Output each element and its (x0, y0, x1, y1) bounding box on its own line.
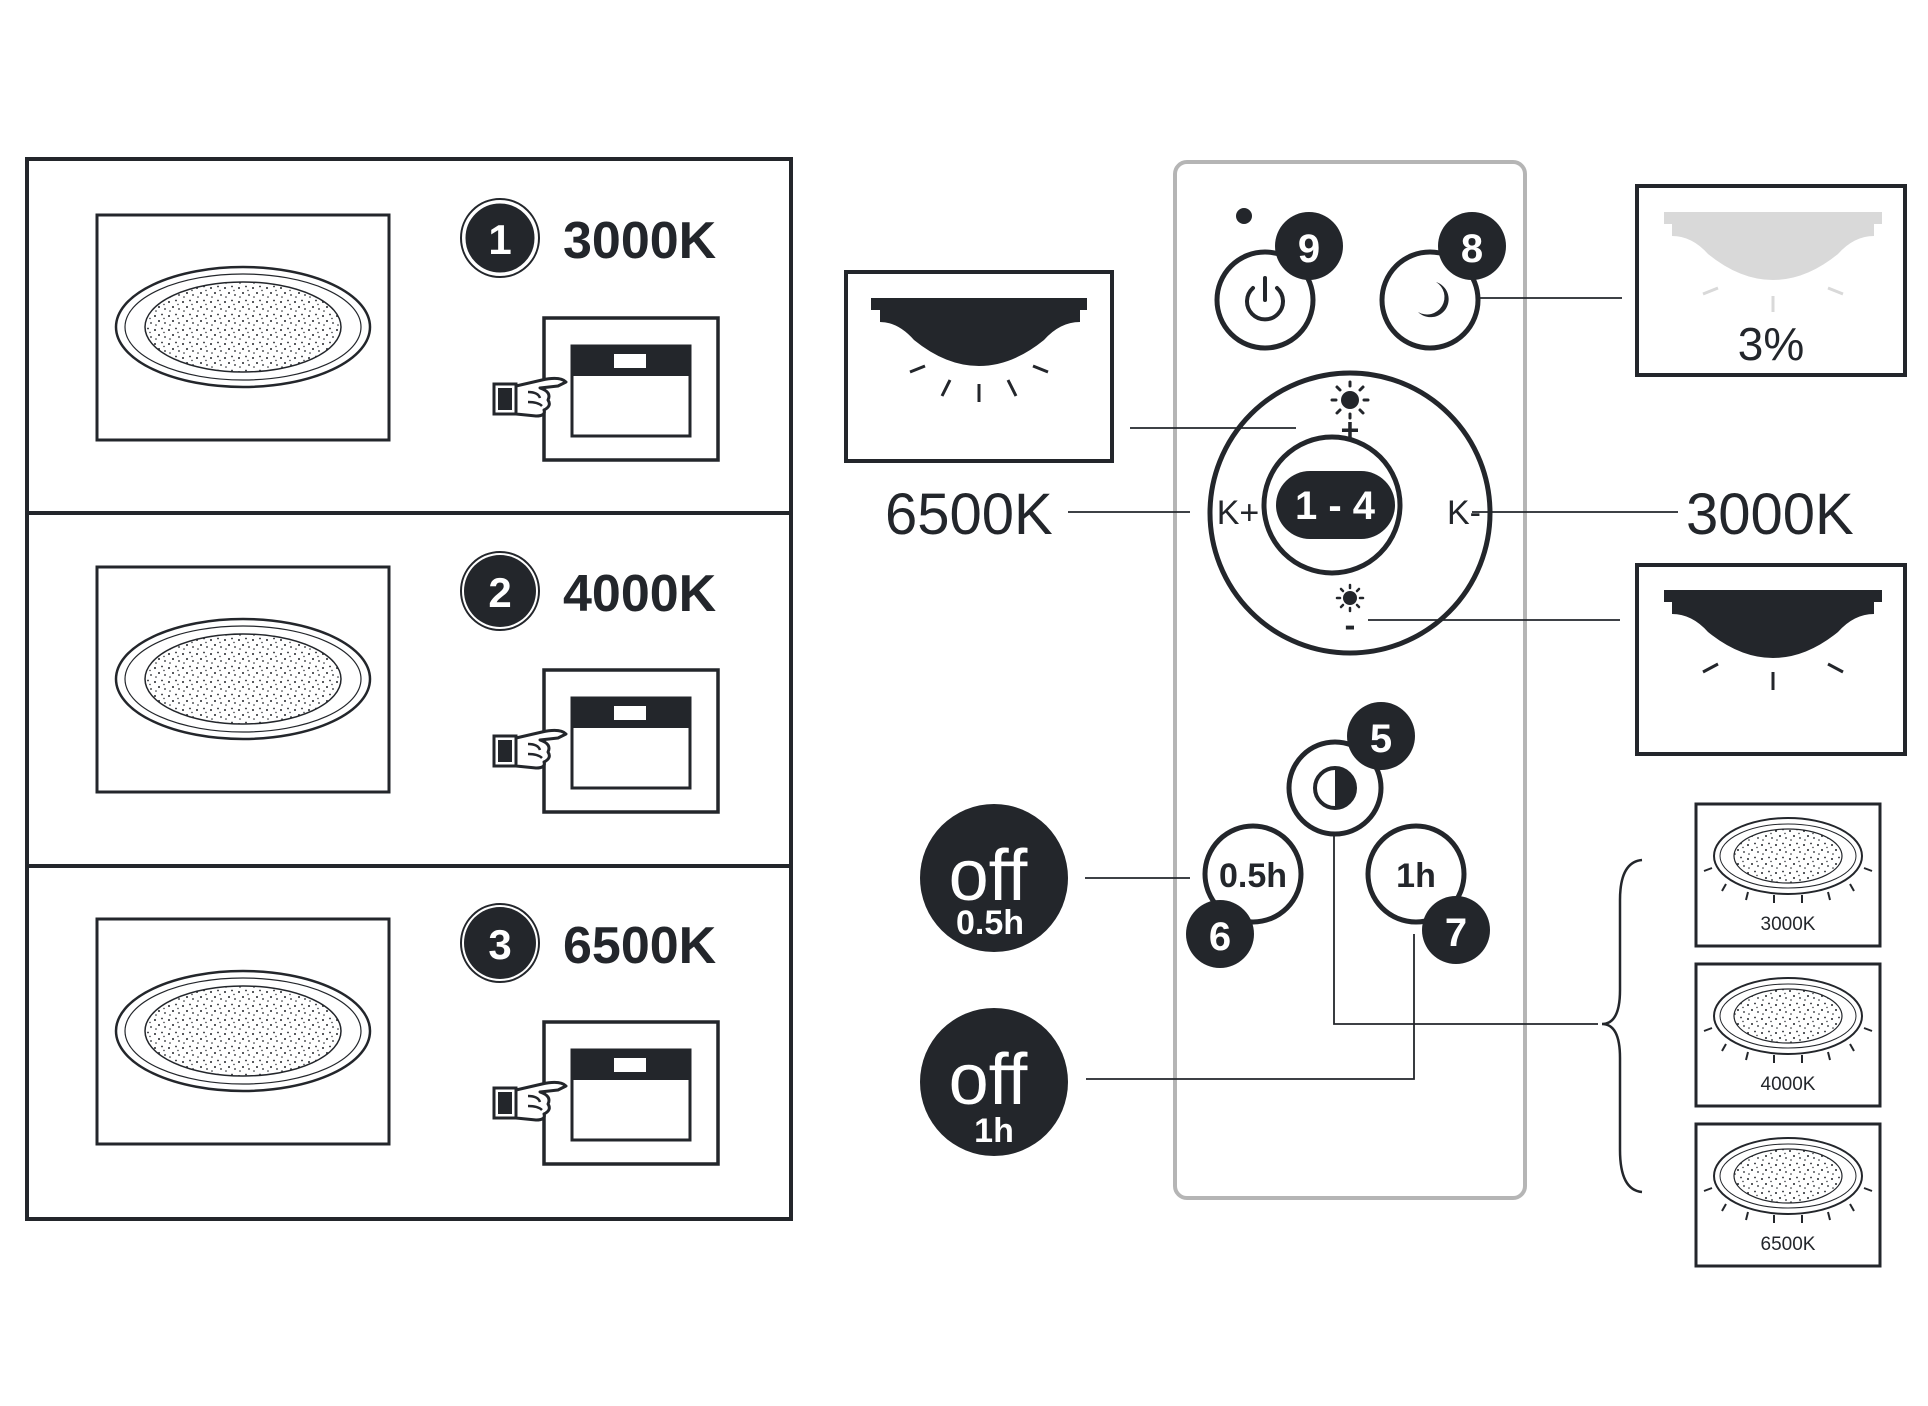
wall-switch-icon (492, 668, 720, 814)
color-temp-cool-down-button[interactable]: K- (1447, 494, 1481, 532)
off-word: off (949, 1040, 1029, 1120)
step-temperature-label: 4000K (563, 565, 717, 623)
callout-badge (1186, 900, 1254, 968)
step-badge (464, 907, 536, 979)
callout-badge (1347, 702, 1415, 770)
sun-icon (1330, 380, 1370, 420)
step-badge (464, 555, 536, 627)
badge-number: 8 (1461, 227, 1483, 271)
ceiling-light-icon (95, 213, 391, 442)
night-light-callout: 3% (1635, 184, 1907, 377)
cycle-item-4000k: 4000K (1694, 962, 1882, 1108)
off-time: 0.5h (956, 904, 1024, 942)
night-light-level: 3% (1738, 318, 1804, 370)
step-number: 3 (488, 921, 511, 968)
wall-switch-icon (492, 316, 720, 462)
ceiling-light-icon (95, 565, 391, 794)
moon-icon (1418, 282, 1449, 318)
timer-half-hour-button[interactable]: 0.5h (1202, 823, 1304, 925)
power-button[interactable] (1214, 249, 1316, 351)
badge-number: 5 (1370, 717, 1392, 761)
cool-temperature-label: 6500K (885, 482, 1053, 547)
ceiling-light-icon (95, 917, 391, 1146)
brightness-down-label: - (1345, 607, 1356, 643)
badge-number: 9 (1298, 227, 1320, 271)
wall-switch-icon (492, 1020, 720, 1166)
step-temperature-label: 6500K (563, 917, 717, 975)
color-cycle-button[interactable] (1286, 739, 1384, 837)
group-select-button[interactable]: 1 - 4 (1261, 434, 1403, 576)
lamp-side-bright-icon (871, 298, 1087, 402)
sun-small-icon (1335, 583, 1365, 613)
off-time: 1h (974, 1112, 1014, 1150)
half-circle-icon (1313, 766, 1357, 810)
timer-one-hour-label: 1h (1396, 857, 1436, 895)
brightness-temperature-dial: + - K+ K- (1207, 370, 1493, 656)
step-badge (462, 200, 538, 276)
leader-lines (1068, 297, 1678, 1080)
callout-badge (1422, 896, 1490, 964)
bright-lamp-callout (844, 270, 1114, 463)
step-row-1: 1 3000K (95, 198, 720, 462)
temperature-cycle-list: 3000K 4000K 6500K (1694, 802, 1882, 1268)
badge-number: 6 (1209, 915, 1231, 959)
step-row-3: 3 6500K (95, 903, 720, 1166)
power-icon (1245, 276, 1285, 322)
off-one-hour-badge: off 1h (920, 1008, 1068, 1156)
lamp-side-dim-icon (1664, 212, 1882, 312)
step-temperature-label: 3000K (563, 212, 717, 270)
warm-temperature-label: 3000K (1686, 482, 1854, 547)
step-row-2: 2 4000K (95, 551, 720, 814)
remote-control: 9 8 (1173, 160, 1527, 1200)
step-number: 1 (488, 216, 511, 263)
timer-half-hour-label: 0.5h (1219, 857, 1287, 895)
timer-one-hour-button[interactable]: 1h (1365, 823, 1467, 925)
callout-badge (1275, 212, 1343, 280)
badge-number: 7 (1445, 911, 1467, 955)
cycle-item-label: 3000K (1761, 914, 1816, 935)
step-number: 2 (488, 569, 511, 616)
off-half-hour-badge: off 0.5h (920, 804, 1068, 952)
cycle-item-3000k: 3000K (1694, 802, 1882, 948)
brightness-down-button[interactable]: - (1335, 583, 1365, 643)
grouping-brace (1601, 858, 1643, 1194)
group-select-label: 1 - 4 (1295, 484, 1376, 528)
lamp-side-dark-icon (1664, 590, 1882, 690)
off-word: off (949, 836, 1029, 916)
cycle-item-label: 4000K (1761, 1074, 1816, 1095)
dim-lamp-callout (1635, 563, 1907, 756)
left-panel: 1 3000K 2 4000K 3 6500K (25, 157, 793, 1221)
night-mode-button[interactable] (1379, 249, 1481, 351)
callout-badge (1438, 212, 1506, 280)
color-temp-warm-up-button[interactable]: K+ (1217, 494, 1260, 532)
cycle-item-label: 6500K (1761, 1234, 1816, 1255)
cycle-item-6500k: 6500K (1694, 1122, 1882, 1268)
indicator-led (1236, 208, 1252, 224)
